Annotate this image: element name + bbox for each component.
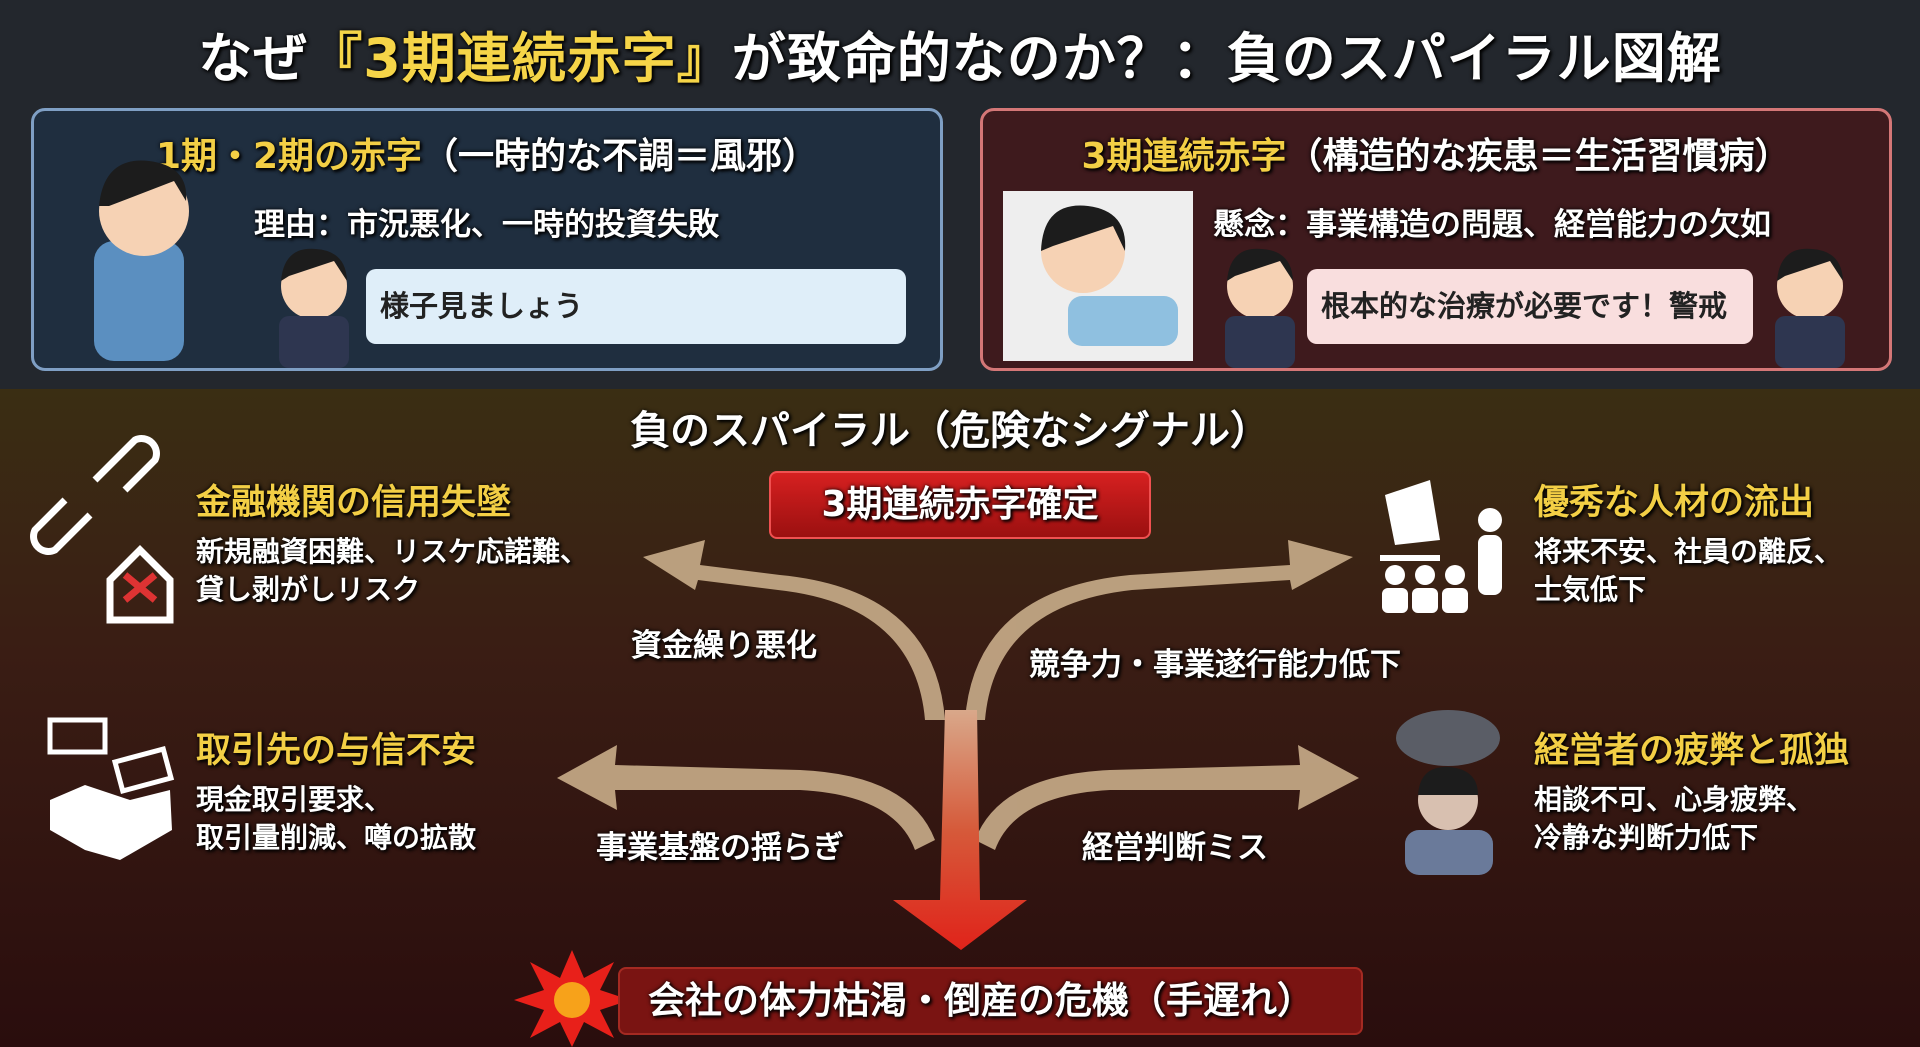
item-line: 現金取引要求、	[196, 783, 393, 816]
item-talent: 優秀な人材の流出将来不安、社員の離反、士気低下	[1534, 474, 1842, 609]
arrow-to-finance	[643, 540, 945, 720]
item-line: 相談不可、心身疲弊、	[1534, 783, 1815, 816]
concern-text: 懸念：事業構造の問題、経営能力の欠如	[1213, 207, 1771, 243]
temporary-deficit-panel: 1期・2期の赤字（一時的な不調＝風邪） 理由：市況悪化、一時的投資失敗 様子見ま…	[31, 108, 943, 371]
broken-chain-bank-icon	[30, 435, 174, 624]
arrow-to-talent	[965, 540, 1353, 720]
item-line: 新規融資困難、リスケ応諾難、	[196, 535, 589, 568]
coughing-person-icon	[94, 160, 349, 368]
item-suppliers: 取引先の与信不安現金取引要求、取引量削減、噂の拡散	[196, 722, 476, 857]
item-line: 士気低下	[1534, 573, 1647, 606]
page-title: なぜ『3期連続赤字』が致命的なのか？：負のスパイラル図解	[0, 14, 1920, 93]
title-highlight: 『3期連続赤字』	[308, 27, 732, 90]
structural-deficit-panel: 3期連続赤字（構造的な疾患＝生活習慣病） 懸念：事業構造の問題、経営能力の欠如 …	[980, 108, 1892, 371]
money-handshake-icon	[47, 717, 175, 860]
title-post: が致命的なのか？：負のスパイラル図解	[731, 27, 1722, 90]
panel-heading: 1期・2期の赤字（一時的な不調＝風邪）	[155, 136, 819, 177]
item-finance: 金融機関の信用失墜新規融資困難、リスケ応諾難、貸し剥がしリスク	[196, 474, 588, 609]
item-title: 優秀な人材の流出	[1534, 483, 1815, 523]
item-title: 経営者の疲弊と孤独	[1534, 731, 1850, 771]
item-manager: 経営者の疲弊と孤独相談不可、心身疲弊、冷静な判断力低下	[1534, 722, 1849, 857]
arrow-label-misjudgment: 経営判断ミス	[1082, 830, 1268, 866]
center-node-confirmed: 3期連続赤字確定	[769, 471, 1151, 539]
arrow-to-suppliers	[557, 745, 935, 850]
final-crisis-box: 会社の体力枯渇・倒産の危機（手遅れ）	[618, 967, 1363, 1035]
arrow-label-foundation: 事業基盤の揺らぎ	[596, 830, 844, 866]
item-line: 取引量削減、噂の拡散	[196, 821, 477, 854]
speech-bubble: 様子見ましょう	[366, 269, 906, 344]
spiral-subtitle: 負のスパイラル（危険なシグナル）	[630, 408, 1270, 454]
sick-patient-in-bed-icon	[1003, 191, 1845, 368]
panel-heading: 3期連続赤字（構造的な疾患＝生活習慣病）	[1081, 136, 1791, 177]
item-line: 将来不安、社員の離反、	[1534, 535, 1843, 568]
arrow-down-to-crisis	[893, 710, 1027, 950]
reason-text: 理由：市況悪化、一時的投資失敗	[254, 207, 719, 243]
arrow-to-manager	[975, 745, 1359, 850]
sinking-ship-people-icon	[1380, 480, 1502, 613]
item-line: 貸し剥がしリスク	[196, 573, 421, 606]
title-pre: なぜ	[198, 27, 309, 90]
speech-bubble-warning: 根本的な治療が必要です！警戒	[1307, 269, 1753, 344]
arrow-label-competitiveness: 競争力・事業遂行能力低下	[1029, 647, 1401, 683]
item-line: 冷静な判断力低下	[1534, 821, 1759, 854]
stressed-manager-cloud-icon	[1396, 710, 1500, 875]
item-title: 取引先の与信不安	[196, 731, 477, 771]
item-title: 金融機関の信用失墜	[196, 483, 512, 523]
arrow-label-cashflow: 資金繰り悪化	[631, 628, 817, 664]
